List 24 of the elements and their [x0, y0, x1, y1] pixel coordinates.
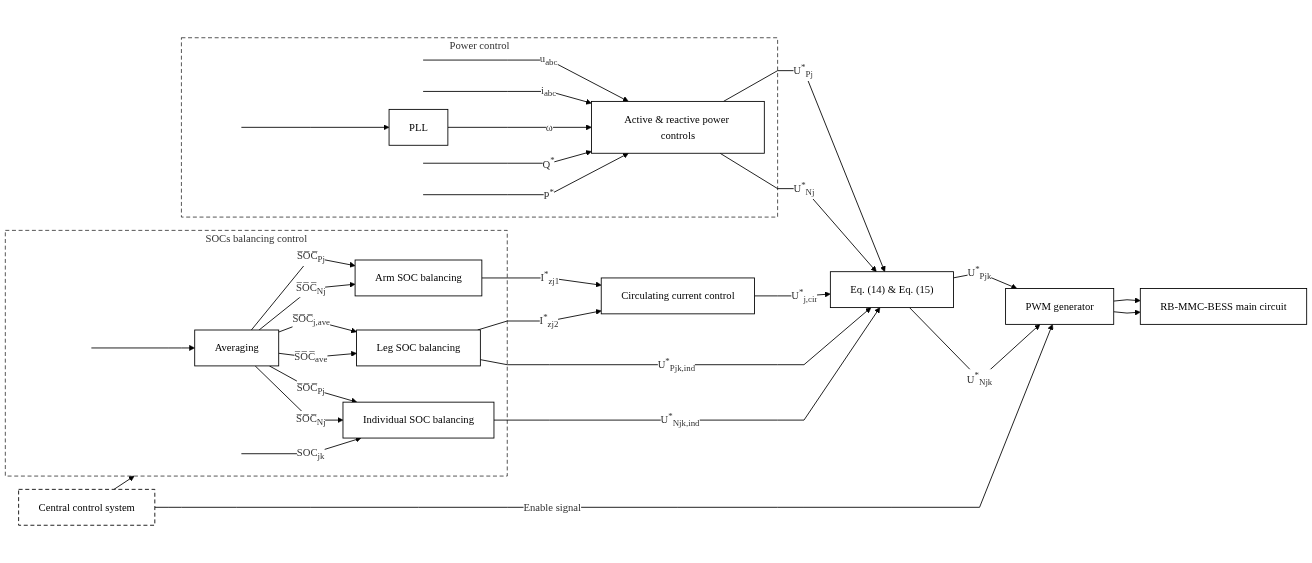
- node-box: Averaging: [194, 329, 280, 367]
- node-box: Eq. (14) & Eq. (15): [829, 271, 954, 308]
- edge-label: S̅O̅C̅$_{ave}$: [294, 350, 328, 365]
- edge-label: P$^{*}$: [543, 186, 554, 202]
- node-box: Central control system: [18, 488, 156, 526]
- node-box: PLL: [388, 108, 449, 146]
- edge-label: i$_{abc}$: [540, 84, 557, 99]
- edge-label: ω: [545, 121, 553, 133]
- node-box: Arm SOC balancing: [354, 259, 483, 297]
- node-box: RB-MMC-BESS main circuit: [1139, 288, 1308, 325]
- node-box: Active & reactive power controls: [591, 100, 765, 154]
- edge-label: S̅O̅C̅$_{Nj}$: [296, 281, 326, 296]
- edge-label: SOC$_{jk}$: [296, 446, 325, 461]
- edge-label: Enable signal: [523, 501, 582, 513]
- edge-label: S̅O̅C̅$_{Nj}$: [296, 413, 326, 428]
- edge-label: S̅O̅C̅$_{Pj}$: [296, 381, 325, 396]
- edge-label: S̅O̅C̅$_{j,ave}$: [292, 312, 331, 328]
- edge-label: S̅O̅C̅$_{Pj}$: [296, 250, 325, 265]
- node-box: Individual SOC balancing: [342, 401, 495, 439]
- node-box: PWM generator: [1005, 288, 1115, 325]
- edge-label: u$_{abc}$: [539, 53, 558, 68]
- edge-label: Q$^{*}$: [542, 155, 555, 170]
- node-box: Leg SOC balancing: [356, 329, 481, 367]
- node-box: Circulating current control: [600, 277, 755, 315]
